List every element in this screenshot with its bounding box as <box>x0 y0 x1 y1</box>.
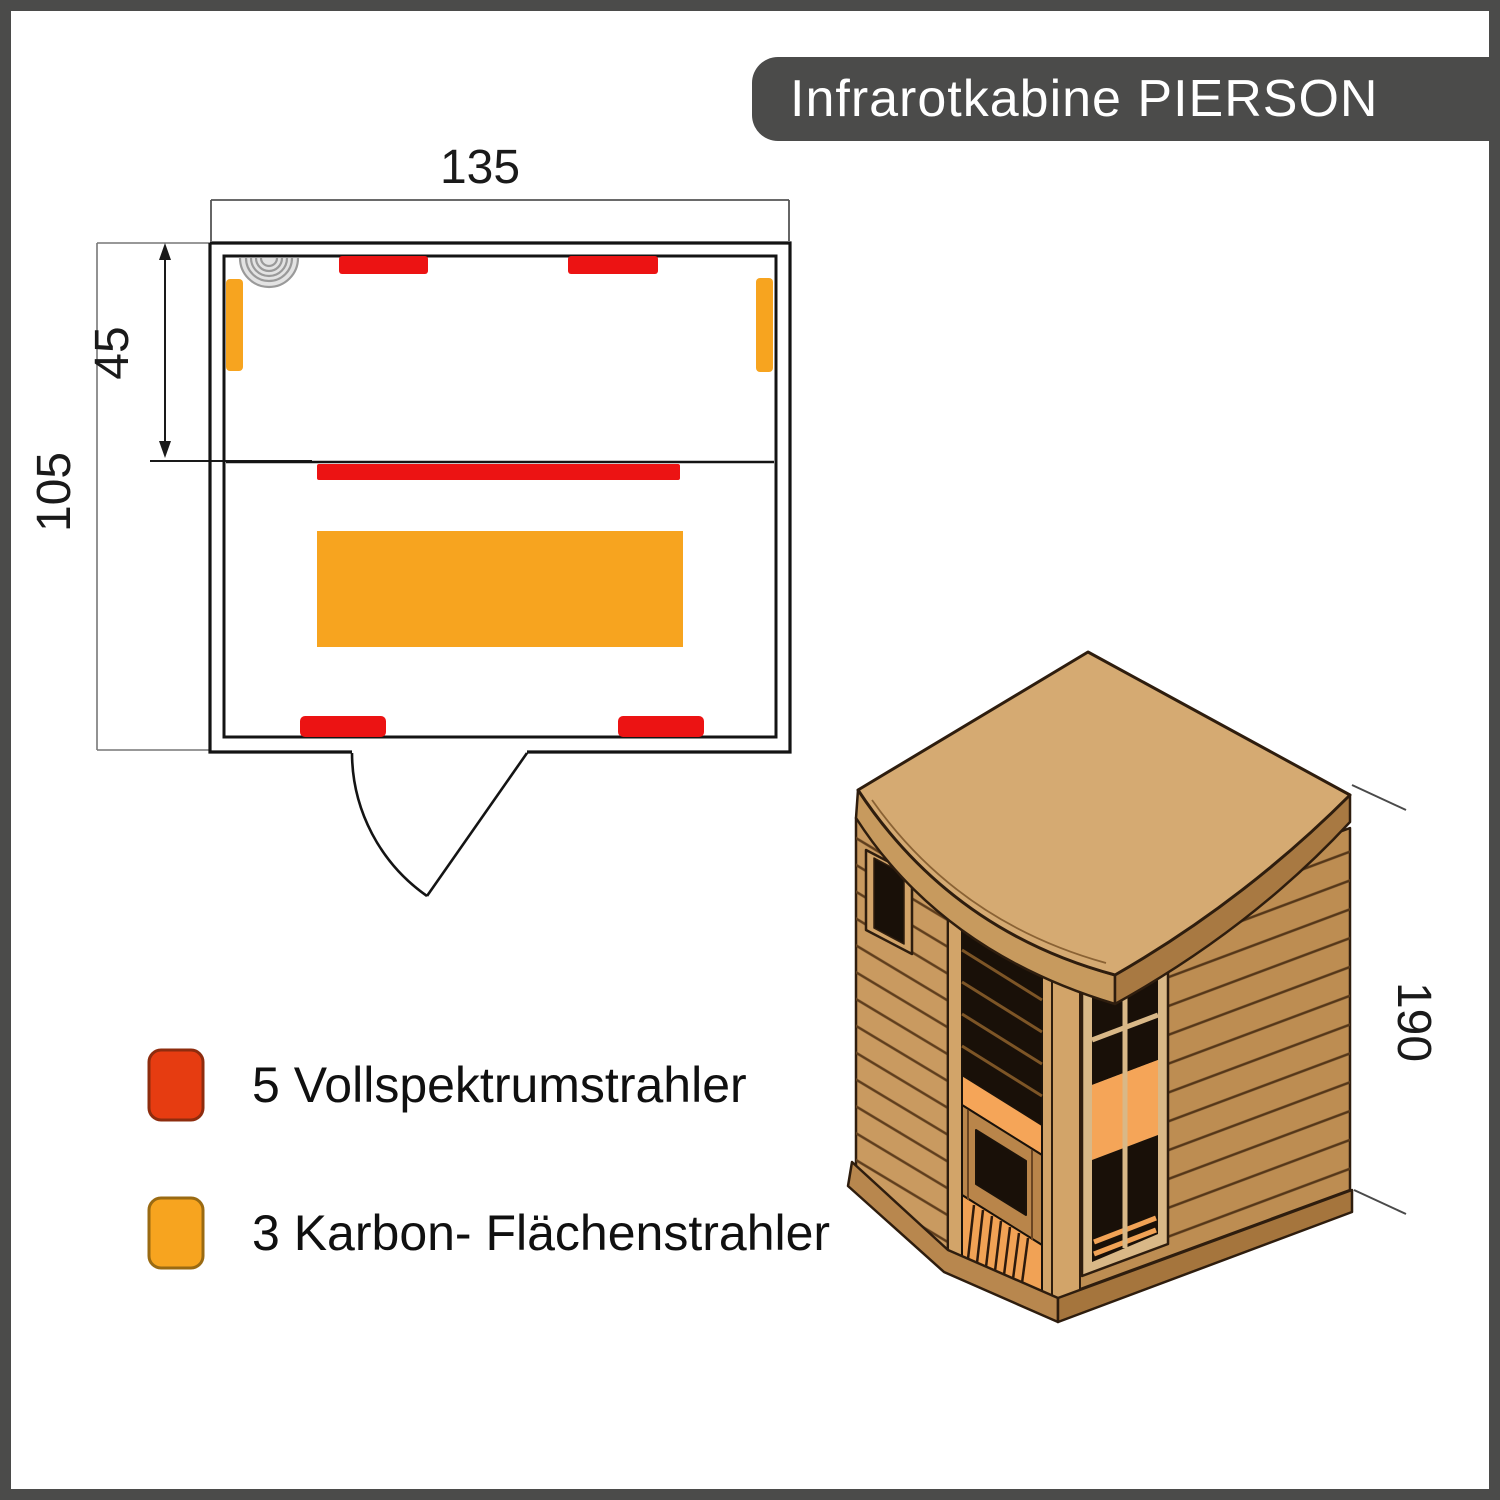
dimension-iso-height <box>1351 784 1407 1215</box>
emitter-top-left <box>339 256 428 274</box>
arrow-down-icon <box>159 441 171 458</box>
roof-curve-highlight <box>871 799 1107 964</box>
plan-red-emitters <box>300 256 704 737</box>
door-leaf <box>425 752 529 897</box>
sauna-isometric-view: 190 <box>846 650 1440 1324</box>
plinth-right <box>1056 1188 1354 1324</box>
legend-item-karbon: 3 Karbon- Flächenstrahler <box>147 1196 830 1270</box>
dimension-iso-height-label: 190 <box>1387 982 1440 1062</box>
emitter-bottom-left <box>300 716 386 737</box>
title-banner: Infrarotkabine PIERSON <box>752 57 1500 141</box>
orange-swatch-icon <box>147 1196 205 1270</box>
carbon-panel-left <box>226 279 243 371</box>
legend-label-vollspektrum: 5 Vollspektrumstrahler <box>252 1057 747 1113</box>
speaker-icon <box>238 257 300 289</box>
emitter-bench-back <box>317 464 680 480</box>
roof-top <box>856 650 1352 977</box>
interior-foot-heater <box>975 1129 1027 1216</box>
plan-inner-wall <box>222 254 778 739</box>
carbon-panel-bench <box>317 531 683 647</box>
dimension-bench-depth-label: 45 <box>86 326 139 379</box>
door-swing-arc <box>350 752 428 898</box>
emitter-top-right <box>568 256 658 274</box>
plan-outer-wall <box>208 241 792 754</box>
floor-plan: 135 105 45 <box>28 141 792 898</box>
legend-item-vollspektrum: 5 Vollspektrumstrahler <box>147 1048 747 1122</box>
dimension-height-label: 105 <box>28 452 81 532</box>
orange-swatch-rect <box>147 1196 205 1270</box>
dimension-width <box>210 199 790 241</box>
plan-orange-panels <box>226 278 773 647</box>
dimension-height <box>96 242 210 751</box>
emitter-bottom-right <box>618 716 704 737</box>
carbon-panel-right <box>756 278 773 372</box>
dimension-width-label: 135 <box>440 141 520 194</box>
page-title: Infrarotkabine PIERSON <box>790 70 1379 128</box>
arrow-up-icon <box>159 243 171 260</box>
red-swatch-icon <box>147 1048 205 1122</box>
floor-slats <box>966 1204 1030 1284</box>
bench-front-planks <box>967 1110 1033 1240</box>
legend-label-karbon: 3 Karbon- Flächenstrahler <box>252 1205 831 1261</box>
red-swatch-rect <box>147 1048 205 1122</box>
